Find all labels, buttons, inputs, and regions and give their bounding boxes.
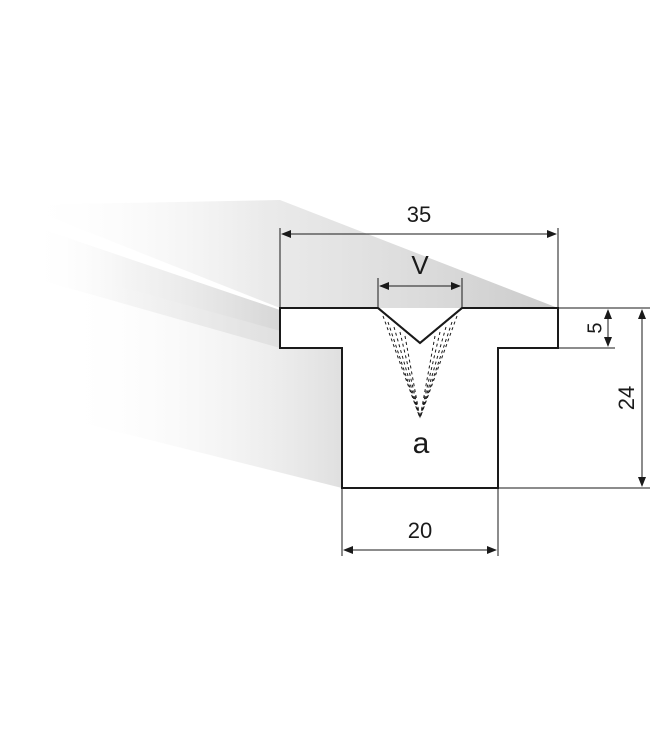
- dimension-label-v: V: [411, 250, 429, 280]
- dimension-overall-width: 35: [279, 202, 559, 308]
- dimension-label-20: 20: [408, 518, 432, 543]
- extrusion-shading: [20, 200, 558, 488]
- extrusion-top-face: [20, 200, 558, 308]
- extrusion-stem-face: [60, 270, 342, 488]
- groove-angle-label: a: [413, 427, 430, 460]
- dimension-stem-width: 20: [341, 488, 499, 556]
- groove-angle-hidden-lines: [382, 315, 458, 419]
- dimension-groove-width: V: [377, 250, 463, 308]
- dimension-label-24: 24: [614, 386, 639, 410]
- dimension-overall-height: 24: [498, 307, 650, 489]
- v-groove-edge: [377, 307, 463, 345]
- dimension-label-35: 35: [407, 202, 431, 227]
- dimension-label-5: 5: [584, 322, 606, 333]
- dimension-flange-thickness: 5: [558, 307, 615, 349]
- v-groove: [377, 307, 463, 419]
